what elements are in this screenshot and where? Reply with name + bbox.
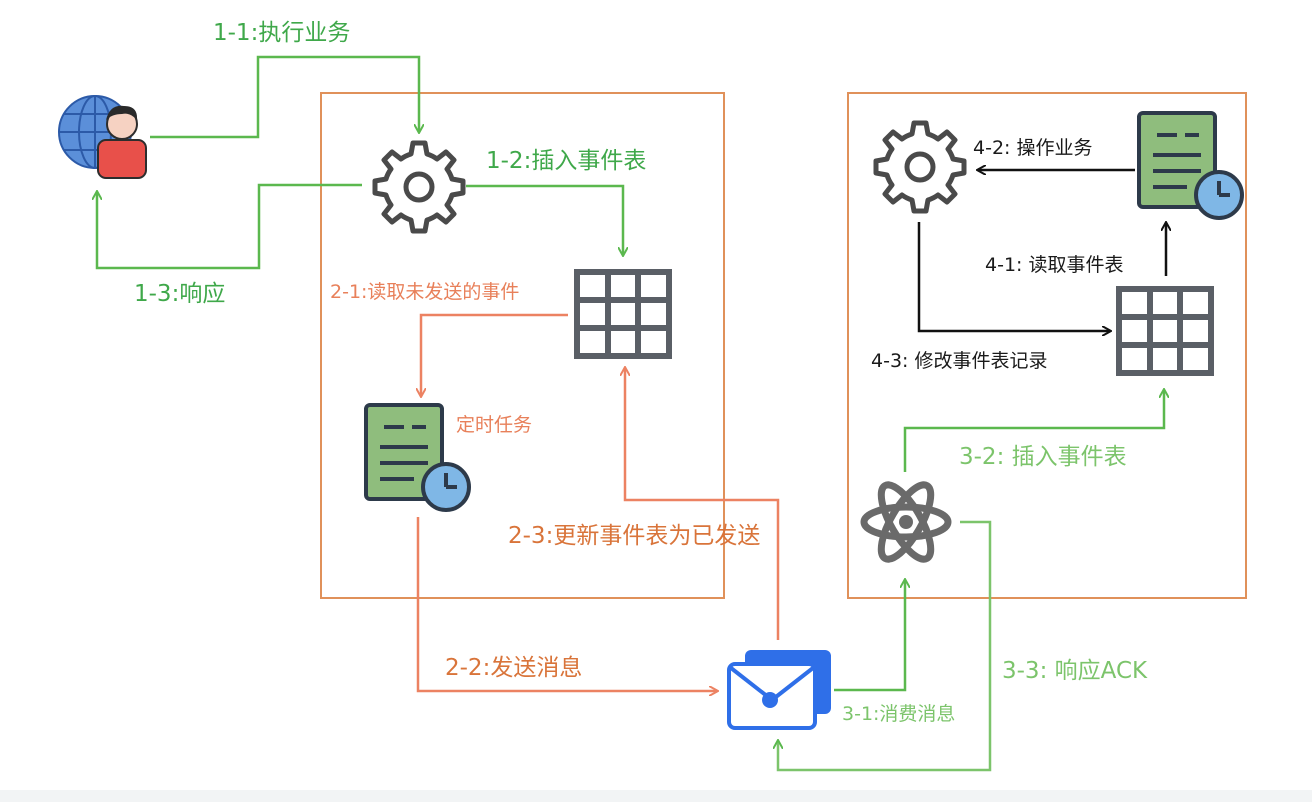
label-2-1: 2-1:读取未发送的事件 — [330, 281, 519, 303]
label-1-2: 1-2:插入事件表 — [486, 148, 646, 174]
gear-icon — [375, 143, 463, 231]
arrow-3-1 — [834, 580, 905, 692]
user-globe-icon — [58, 95, 147, 179]
label-2-3: 2-3:更新事件表为已发送 — [508, 523, 760, 549]
arrow-1-2 — [466, 184, 623, 255]
label-1-1: 1-1:执行业务 — [213, 20, 350, 46]
service-b-box — [847, 92, 1247, 599]
gear-icon — [876, 123, 964, 211]
arrow-3-2 — [903, 390, 1164, 472]
label-4-3: 4-3: 修改事件表记录 — [871, 350, 1047, 372]
arrow-3-3 — [778, 520, 992, 772]
bottom-strip — [0, 790, 1312, 802]
label-3-3: 3-3: 响应ACK — [1002, 658, 1148, 684]
arrow-4-3 — [917, 222, 1110, 331]
label-3-2: 3-2: 插入事件表 — [959, 444, 1127, 470]
scheduled-document-icon — [364, 403, 471, 512]
label-timer: 定时任务 — [456, 414, 532, 436]
table-grid-icon — [577, 272, 669, 356]
arrow-2-2 — [416, 517, 717, 691]
arrow-1-1 — [150, 55, 419, 139]
label-4-2: 4-2: 操作业务 — [973, 137, 1092, 159]
label-3-1: 3-1:消费消息 — [842, 703, 955, 725]
label-1-3: 1-3:响应 — [134, 281, 225, 307]
atom-icon — [860, 481, 952, 563]
label-2-2: 2-2:发送消息 — [445, 655, 582, 681]
label-4-1: 4-1: 读取事件表 — [985, 254, 1123, 276]
service-a-box — [320, 92, 725, 599]
arrow-1-3 — [97, 183, 362, 270]
table-grid-icon — [1119, 289, 1211, 373]
scheduled-document-icon — [1137, 111, 1244, 220]
message-envelope-icon — [727, 650, 831, 730]
arrow-2-3 — [625, 368, 780, 640]
arrow-2-1 — [421, 313, 568, 396]
